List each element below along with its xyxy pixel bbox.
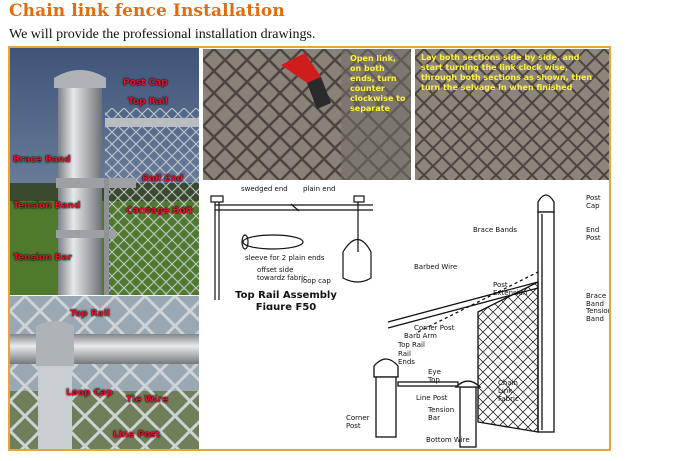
open-link-photo: Open link, on both ends, turn counter cl… [203, 49, 411, 180]
label-eye-top: Eye Top [428, 368, 441, 384]
main-post-photo: Post Cap Top Rail Brace Band Rail End Te… [10, 48, 199, 295]
label-corner-post-bottom: Corner Post [346, 414, 370, 430]
label-brace-bands: Brace Bands [473, 226, 517, 234]
label-bottom-wire: Bottom Wire [426, 436, 470, 444]
label-top-rail: Top Rail [128, 97, 168, 107]
label-carriage-bolt: Carriage Bolt [126, 206, 193, 216]
label-end-post: End Post [586, 226, 601, 242]
join-sections-photo: Lay both sections side by side, and star… [415, 49, 609, 180]
label-tension-bar: Tension Bar [13, 253, 72, 263]
label-barbed-wire: Barbed Wire [414, 263, 458, 271]
label-barb-arm: Barb Arm [404, 332, 438, 340]
label-tension-band: Tension Band [13, 201, 81, 211]
label-corner-post-top: Corner Post [414, 324, 455, 332]
label-offset-side: offset side towardz fabric [257, 266, 308, 282]
top-rail-assembly-title: Top Rail Assembly Figure F50 [235, 290, 337, 310]
label-post-extension: Post Extension [493, 281, 528, 297]
label-loop-cap: loop cap [301, 277, 331, 285]
label-brace-band: Brace Band [13, 155, 71, 165]
fence-assembly-drawing [373, 194, 555, 448]
label-swedged-end: swedged end [241, 185, 288, 193]
label-post-cap: Post Cap [123, 78, 168, 88]
label-closeup-line-post: Line Post [113, 430, 160, 440]
label-sleeve: sleeve for 2 plain ends [245, 254, 325, 262]
join-sections-note: Lay both sections side by side, and star… [421, 53, 593, 92]
main-post-photo-image [10, 48, 199, 295]
open-link-photo-image [203, 49, 411, 180]
fence-assembly-diagram: Post Cap Brace Bands End Post Barbed Wir… [328, 182, 609, 449]
label-closeup-loop-cap: Loop Cap [66, 388, 113, 398]
label-tension-bar: Tension Bar [428, 406, 455, 422]
label-fence-post-cap: Post Cap [586, 194, 601, 210]
label-chain-link-fabric: Chain Link Fabric [498, 379, 519, 403]
label-rail-ends: Rail Ends [398, 350, 415, 366]
label-closeup-tie-wire: Tie Wire [126, 395, 169, 405]
label-brace-band: Brace Band [586, 292, 607, 308]
page-subtitle: We will provide the professional install… [9, 27, 316, 42]
closeup-photo-image [10, 296, 199, 449]
installation-drawings-frame: Post Cap Top Rail Brace Band Rail End Te… [8, 46, 611, 451]
join-sections-photo-image [415, 49, 609, 180]
top-rail-assembly-drawing [210, 195, 373, 300]
label-fence-top-rail: Top Rail [398, 341, 425, 349]
open-link-note: Open link, on both ends, turn counter cl… [350, 54, 406, 113]
label-tension-band: Tension Band [586, 307, 609, 323]
label-line-post: Line Post [416, 394, 448, 402]
top-rail-assembly-diagram: swedged end plain end sleeve for 2 plain… [203, 182, 373, 310]
label-plain-end: plain end [303, 185, 336, 193]
label-closeup-top-rail: Top Rail [70, 309, 110, 319]
closeup-photo: Top Rail Loop Cap Tie Wire Line Post [10, 296, 199, 449]
page-title: Chain link fence Installation [9, 1, 285, 21]
label-rail-end: Rail End [142, 174, 184, 184]
